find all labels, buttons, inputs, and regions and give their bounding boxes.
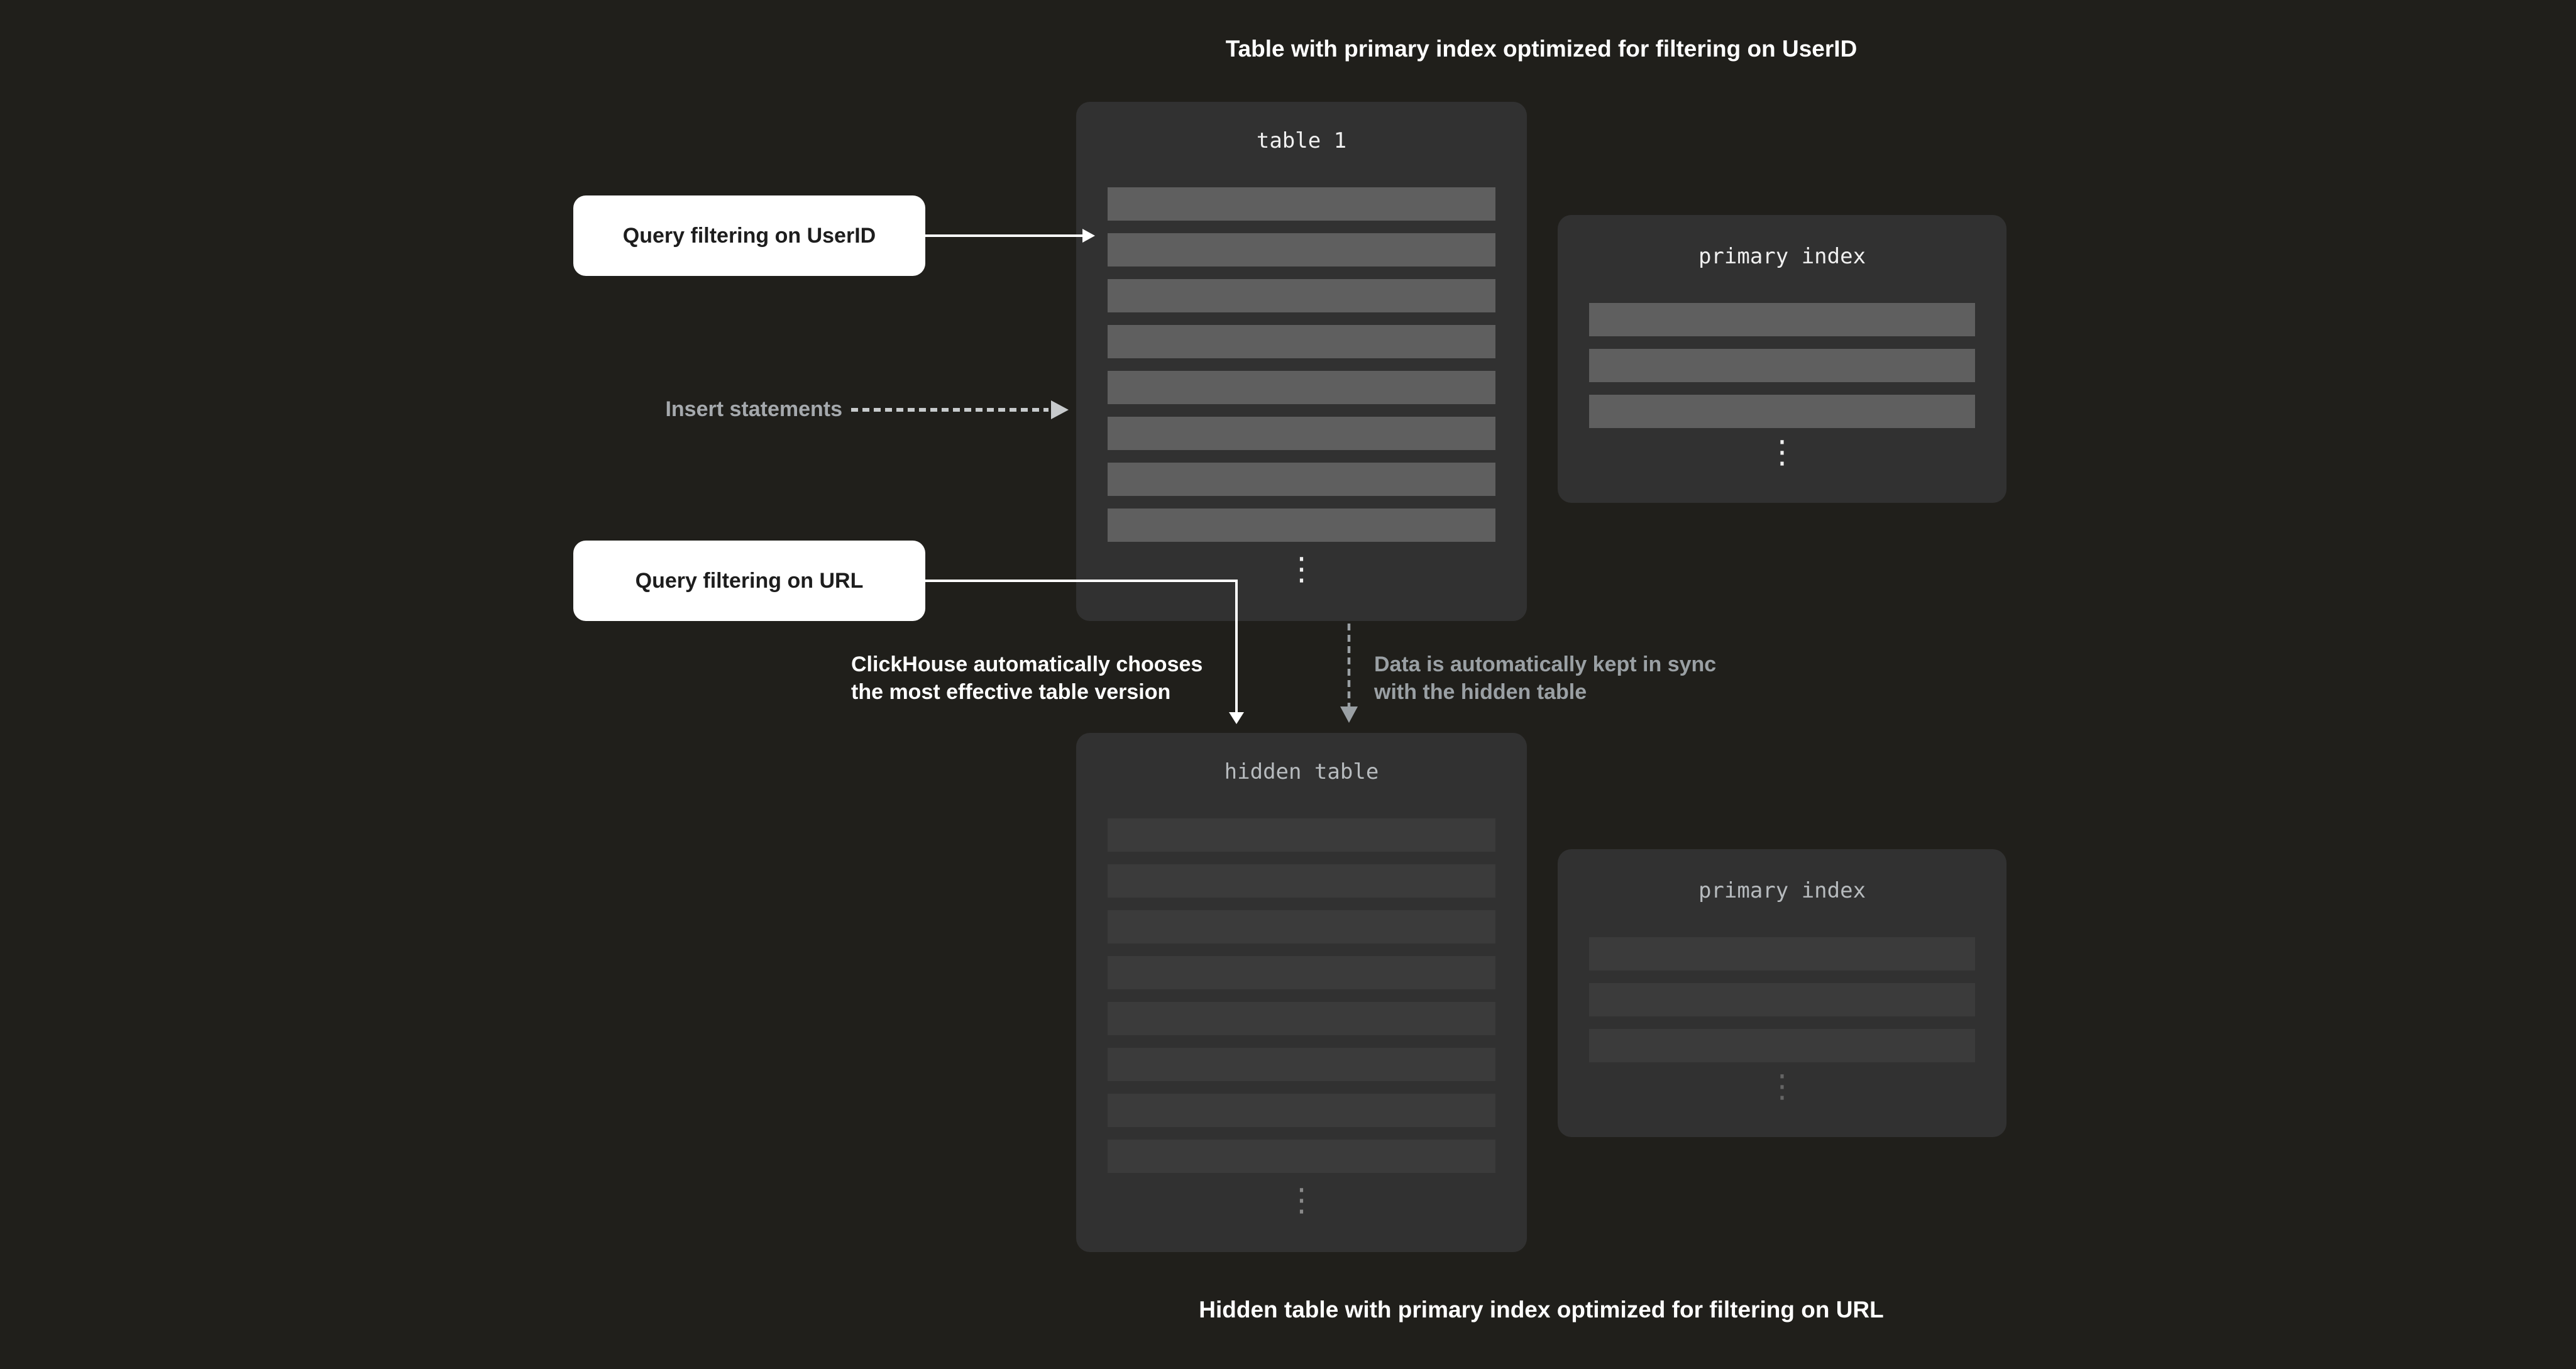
hidden-table-panel: hidden table ⋮ — [1076, 733, 1527, 1252]
table1-rows — [1108, 187, 1495, 542]
table-row — [1108, 864, 1495, 898]
table-row — [1108, 233, 1495, 267]
table1-ellipsis: ⋮ — [1285, 551, 1318, 587]
query-userid-label-text: Query filtering on UserID — [622, 223, 876, 248]
sync-annotation: Data is automatically kept in sync with … — [1374, 651, 1716, 706]
table-row — [1108, 956, 1495, 989]
table-row — [1108, 1140, 1495, 1173]
table-row — [1108, 187, 1495, 221]
index-row — [1589, 1029, 1975, 1062]
hidden-table-rows — [1108, 818, 1495, 1173]
primary-index-top-title: primary index — [1698, 244, 1866, 269]
query-url-label-text: Query filtering on URL — [635, 568, 864, 593]
table-row — [1108, 463, 1495, 496]
table-row — [1108, 325, 1495, 358]
insert-statements-arrow — [851, 400, 1069, 419]
query-userid-label: Query filtering on UserID — [573, 195, 925, 276]
primary-index-bottom-title: primary index — [1698, 878, 1866, 903]
table-row — [1108, 417, 1495, 450]
userid-query-arrow — [925, 229, 1095, 243]
index-row — [1589, 983, 1975, 1016]
query-url-label: Query filtering on URL — [573, 541, 925, 621]
sync-annotation-line2: with the hidden table — [1374, 680, 1587, 704]
hidden-table-title: hidden table — [1224, 759, 1379, 784]
table-row — [1108, 818, 1495, 852]
table1-title: table 1 — [1256, 128, 1347, 153]
table1-panel: table 1 ⋮ — [1076, 102, 1527, 621]
chooses-annotation-line1: ClickHouse automatically chooses — [851, 652, 1203, 676]
top-caption: Table with primary index optimized for f… — [1225, 36, 1858, 62]
chooses-annotation-line2: the most effective table version — [851, 680, 1171, 704]
primary-index-bottom-ellipsis: ⋮ — [1766, 1068, 1798, 1104]
table-row — [1108, 910, 1495, 943]
table-row — [1108, 509, 1495, 542]
table-row — [1108, 1048, 1495, 1081]
index-row — [1589, 395, 1975, 428]
primary-index-top-panel: primary index ⋮ — [1558, 215, 2006, 503]
chooses-annotation: ClickHouse automatically chooses the mos… — [851, 651, 1203, 706]
bottom-caption: Hidden table with primary index optimize… — [1199, 1297, 1884, 1322]
index-row — [1589, 937, 1975, 970]
index-row — [1589, 303, 1975, 336]
sync-arrow — [1340, 624, 1358, 723]
sync-annotation-line1: Data is automatically kept in sync — [1374, 652, 1717, 676]
primary-index-bottom-panel: primary index ⋮ — [1558, 849, 2006, 1137]
table-row — [1108, 371, 1495, 404]
table-row — [1108, 1094, 1495, 1127]
primary-index-bottom-rows — [1589, 937, 1975, 1062]
primary-index-top-ellipsis: ⋮ — [1766, 434, 1798, 470]
table-row — [1108, 1002, 1495, 1035]
primary-index-top-rows — [1589, 303, 1975, 428]
table-row — [1108, 279, 1495, 312]
insert-statements-label: Insert statements — [665, 397, 842, 421]
index-row — [1589, 349, 1975, 382]
hidden-table-ellipsis: ⋮ — [1285, 1182, 1318, 1218]
